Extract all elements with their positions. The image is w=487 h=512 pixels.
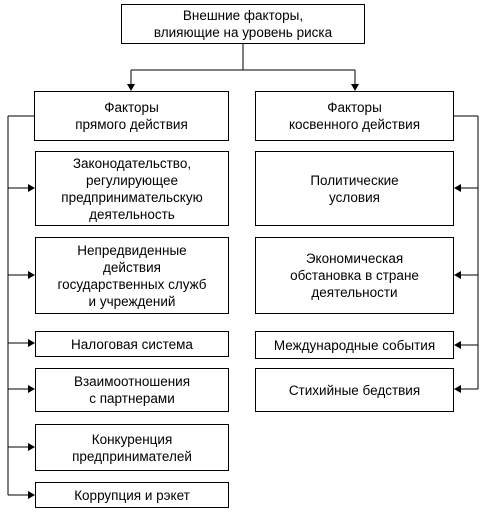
direct-factor-unforeseen-actions: Непредвиденные действия государственных …: [35, 237, 229, 314]
indirect-factor-political: Политические условия: [255, 151, 454, 226]
indirect-factor-international: Международные события: [255, 331, 454, 359]
indirect-factors-header: Факторы косвенного действия: [255, 91, 454, 141]
root-label: Внешние факторы, влияющие на уровень рис…: [153, 8, 333, 40]
direct-factors-header: Факторы прямого действия: [34, 91, 229, 141]
indirect-factor-natural-disasters: Стихийные бедствия: [255, 368, 454, 412]
direct-factor-corruption: Коррупция и рэкет: [35, 482, 229, 508]
direct-factor-partners: Взаимоотношения с партнерами: [35, 368, 229, 412]
direct-factor-competition: Конкуренция предпринимателей: [35, 424, 229, 471]
root-box: Внешние факторы, влияющие на уровень рис…: [121, 4, 365, 44]
direct-factor-tax-system: Налоговая система: [35, 331, 229, 357]
indirect-factor-economic: Экономическая обстановка в стране деятел…: [255, 237, 454, 314]
direct-factor-legislation: Законодательство, регулирующее предприни…: [35, 151, 229, 226]
